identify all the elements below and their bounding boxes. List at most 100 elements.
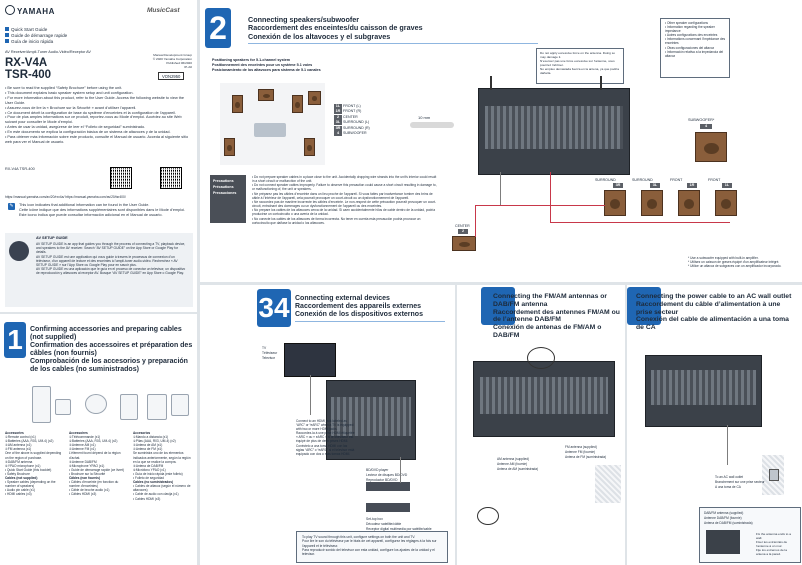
model-primary: RX-V4A (5, 57, 48, 69)
speaker-cable (475, 205, 605, 207)
step-badge-power (627, 287, 661, 325)
arc-note: Connect to an HDMI jack labeled as “ARC”… (296, 419, 355, 456)
am-antenna (85, 394, 107, 414)
step-badge-antenna (481, 287, 515, 325)
divider (295, 321, 445, 322)
other-config-text: • Other speaker configurations• Informat… (665, 21, 726, 58)
center-label: CENTER (455, 224, 470, 228)
guide-title-list: Quick Start Guide Guide de démarrage rap… (5, 27, 67, 45)
step-badge-1: 1 (4, 322, 26, 358)
subwoofer-speaker-graphic (695, 132, 727, 162)
front-right-speaker (292, 95, 303, 113)
room-layout-diagram (220, 83, 325, 165)
am-antenna-graphic (477, 507, 499, 525)
remote-control (32, 386, 51, 423)
legend-item: 1R FRONT (R) (334, 109, 362, 115)
manual-url[interactable]: https://manual.yamaha.com/av/20/rxv4a/ h… (5, 195, 126, 199)
legend-item: 4 SUBWOOFER (334, 131, 392, 137)
accessories-col-fr: Accessoires ①Télécommande (x1)②Batteries… (69, 431, 124, 497)
strip-length: 10 mm (418, 115, 431, 120)
av-setup-app-icon (9, 241, 29, 261)
other-config-box: • Other speaker configurations• Informat… (660, 18, 730, 78)
dab-fm-antenna (147, 394, 167, 420)
accessories-col-es: Accesorios ①Mando a distancia (x1)②Pilas… (133, 431, 191, 501)
guide-title-fr: Guide de démarrage rapide (5, 33, 67, 39)
surround-r-speaker (604, 190, 626, 216)
front-r-tag: 1R (687, 183, 697, 188)
speaker-cable (550, 172, 552, 222)
legend-item: 3L SURROUND (L) (334, 120, 370, 126)
dab-receiver-graphic (706, 530, 740, 554)
fm-antenna-label: FM antenna (supplied)Antenne FM (fournie… (565, 445, 607, 459)
av-setup-guide-box: AV SETUP GUIDE AV SETUP GUIDE is an app … (5, 233, 193, 307)
subwoofer-speaker (308, 91, 321, 105)
surround-l-label: SURROUND (632, 178, 653, 182)
antenna-caution-text: Do not apply excessive force on the ante… (540, 51, 619, 75)
antenna-rod (490, 76, 492, 90)
subwoofer-tag: 4 (700, 124, 712, 129)
subwoofer-label: SUBWOOFER* (688, 118, 715, 122)
wall-outlet-graphic (762, 455, 784, 495)
yamaha-logo: YAMAHA (5, 5, 55, 16)
front-left-speaker (232, 95, 243, 113)
book-icon (5, 27, 9, 31)
positioning-titles: Positioning speakers for 5.1-channel sys… (212, 58, 321, 72)
dab-antenna-box: DAB/FM antenna (supplied)Antenne DAB/FM … (699, 507, 801, 563)
front-r-label: FRONT (670, 178, 683, 182)
section-1-titles: Confirming accessories and preparing cab… (30, 326, 193, 373)
tv-graphic (284, 343, 336, 377)
fix-antenna-note: Fix the antenna ends to a wall.Fixer les… (756, 532, 791, 556)
surround-r-label: SURROUND (595, 178, 616, 182)
power-inlet (650, 370, 757, 405)
speaker-cable (475, 205, 477, 237)
av-setup-title: AV SETUP GUIDE (36, 236, 68, 240)
legend-item: 3R SURROUND (R) (334, 125, 370, 131)
antenna-panel: Connecting the FM/AM antennas or DAB/FM … (457, 285, 625, 565)
intro-bullets: • Be sure to read the supplied “Safety B… (5, 86, 189, 144)
receiver-rear-panel (478, 88, 630, 175)
dab-antenna-label: DAB/FM antenna (supplied)Antenne DAB/FM … (704, 511, 753, 525)
antenna-caution-box: Do not apply excessive force on the ante… (536, 48, 624, 84)
power-plug-icon (769, 469, 779, 481)
wall-graphic (595, 465, 621, 503)
ypao-microphone (171, 394, 189, 416)
subwoofer-footnotes: * Use a subwoofer equipped with built-in… (688, 256, 782, 269)
fm-antenna (120, 394, 138, 420)
surround-l-tag: 3L (650, 183, 660, 188)
antenna-jacks (479, 376, 609, 414)
cover-panel: YAMAHA MusicCast Quick Start Guide Guide… (0, 0, 197, 312)
front-r-speaker (678, 190, 700, 216)
book-icon (5, 39, 9, 43)
precaution-text: • Do not prepare speaker cables in a pla… (252, 175, 437, 225)
antenna-rod (600, 76, 602, 90)
step-badge-2: 2 (205, 8, 231, 48)
book-icon (5, 33, 9, 37)
av-setup-text: AV SETUP GUIDE is an app that guides you… (36, 242, 186, 276)
surround-left-speaker (224, 138, 235, 156)
am-antenna-label: AM antenna (supplied)Antenne AM (fournie… (497, 457, 539, 471)
note-icon: ✎ (8, 203, 15, 210)
tv-audio-note-box: To play TV sound through this unit, conf… (296, 531, 448, 563)
center-speaker-graphic (452, 236, 476, 251)
speaker-cable (500, 172, 502, 205)
receiver-power-inlet (645, 355, 762, 427)
front-l-label: FRONT (708, 178, 721, 182)
center-speaker (258, 89, 274, 101)
tv-audio-note: To play TV sound through this unit, conf… (302, 535, 437, 557)
speaker-cable-diagram (410, 122, 454, 128)
surround-l-speaker (641, 190, 663, 216)
center-tag: 2 (458, 229, 468, 234)
model-secondary: TSR-400 (5, 69, 52, 81)
guide-title-es: Guía de inicio rápida (5, 39, 67, 45)
legend-item: 1L FRONT (L) (334, 104, 361, 109)
note-explanation: This icon indicates that additional info… (19, 203, 186, 217)
